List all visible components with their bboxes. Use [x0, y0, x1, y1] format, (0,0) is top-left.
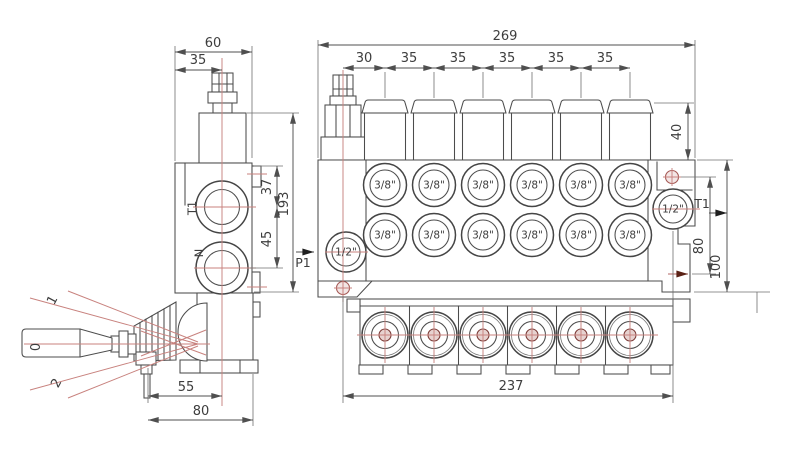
dimensions-bottom [342, 231, 674, 403]
lever-pos-1: 1 [44, 293, 61, 307]
centerlines-front [325, 70, 700, 302]
port-size-label: 3/8" [374, 180, 396, 192]
bracket-pin [143, 373, 151, 399]
dim-width-60: 60 [205, 36, 222, 51]
dim-237: 237 [499, 379, 524, 394]
dim-269: 269 [493, 29, 518, 44]
port-size-label: 3/8" [423, 180, 445, 192]
port-size-label: 3/8" [619, 180, 641, 192]
lever-handle [21, 328, 113, 358]
dim-45: 45 [260, 231, 275, 248]
dim-pitch-5: 35 [597, 51, 614, 66]
dim-100: 100 [709, 255, 724, 280]
port-label-t1-front: T1 [693, 196, 710, 211]
dim-pitch-2: 35 [450, 51, 467, 66]
dim-pitch-4: 35 [548, 51, 565, 66]
spool-end [553, 307, 609, 363]
work-ports-bottom [362, 212, 653, 258]
port-label-n: N [192, 249, 206, 258]
lever-pos-2: 2 [48, 376, 65, 390]
mounting-hole-top-right [663, 168, 681, 186]
port-label-p1: P1 [295, 255, 311, 270]
port-size-label: 3/8" [472, 180, 494, 192]
port-size-label: 3/8" [521, 230, 543, 242]
port-size-label: 3/8" [619, 230, 641, 242]
spool-end [602, 307, 658, 363]
port-size-label: 3/8" [472, 230, 494, 242]
centerlines-side [24, 58, 267, 406]
dim-pitch-1: 35 [401, 51, 418, 66]
dim-80: 80 [692, 238, 707, 255]
spool-ends [357, 307, 658, 363]
dim-40: 40 [670, 124, 685, 141]
relief-valve-side [198, 72, 247, 164]
port-size-label: 3/8" [521, 180, 543, 192]
dim-30: 30 [356, 51, 373, 66]
dimensions-front [317, 40, 770, 313]
lever-assembly [21, 301, 208, 399]
port-size-label: 3/8" [423, 230, 445, 242]
port-size-label: 3/8" [570, 180, 592, 192]
bottom-view: 237 [342, 231, 691, 403]
dim-193: 193 [277, 192, 292, 217]
valve-sections [361, 99, 654, 161]
port-size-label: 3/8" [374, 230, 396, 242]
port-size-label-main: 1/2" [662, 204, 684, 216]
dim-pitch-3: 35 [499, 51, 516, 66]
lever-pos-neutral: 0 [29, 343, 44, 351]
port-size-label: 3/8" [570, 230, 592, 242]
port-label-t1-side: T1 [185, 201, 199, 216]
dim-37: 37 [260, 179, 275, 196]
port-size-label-main: 1/2" [335, 247, 357, 259]
spool-end [455, 307, 511, 363]
dim-80-lever: 80 [193, 404, 210, 419]
work-ports-top [362, 162, 653, 208]
side-view: 60 35 37 193 45 T1 N 0 1 2 55 80 [21, 36, 299, 426]
dimensions-side [147, 46, 299, 426]
front-view: 269 30 35 35 35 35 35 40 80 100 P1 T1 3/… [295, 29, 770, 313]
dim-screw-35: 35 [190, 53, 207, 68]
dim-55: 55 [178, 380, 195, 395]
spool-end [406, 307, 462, 363]
